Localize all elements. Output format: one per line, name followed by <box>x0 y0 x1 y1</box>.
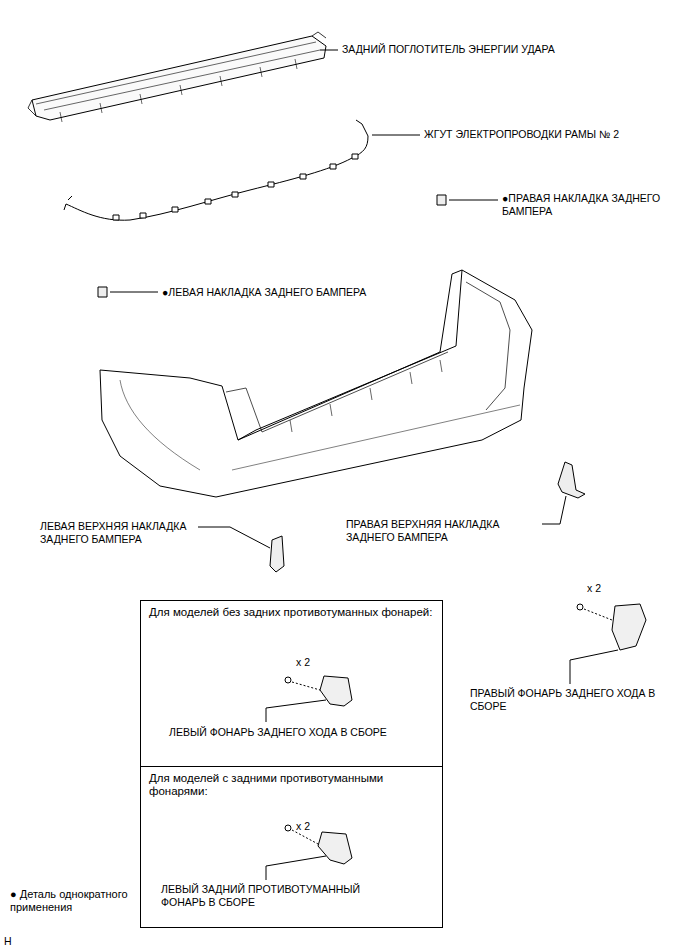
leader-line <box>266 856 326 880</box>
bumper-pad <box>98 287 107 297</box>
part-name: ПРАВЫЙ ФОНАРЬ ЗАДНЕГО ХОДА В СБОРЕ <box>470 687 670 713</box>
rear-bumper <box>100 270 532 497</box>
note: H <box>4 935 24 948</box>
part-name: ЛЕВЫЙ ЗАДНИЙ ПРОТИВОТУМАННЫЙ ФОНАРЬ В СБ… <box>161 883 406 909</box>
wire-harness <box>64 120 368 220</box>
dashed-line <box>292 830 318 844</box>
leader-line <box>110 292 158 293</box>
part-name: ЖГУТ ЭЛЕКТРОПРОВОДКИ РАМЫ № 2 <box>424 128 684 141</box>
lamp <box>318 832 352 864</box>
lamp <box>320 676 352 706</box>
quantity-label: x 2 <box>296 820 336 833</box>
nut <box>285 677 291 683</box>
note: ● Деталь однократного применения <box>10 888 145 914</box>
quantity-label: x 2 <box>587 582 627 595</box>
nut <box>285 825 291 831</box>
part-name: ●ПРАВАЯ НАКЛАДКА ЗАДНЕГО БАМПЕРА <box>502 192 684 218</box>
leader-line <box>266 700 326 722</box>
leader-line <box>198 527 270 548</box>
condition-heading: Для моделей без задних противотуманных ф… <box>149 606 434 619</box>
part-name: ●ЛЕВАЯ НАКЛАДКА ЗАДНЕГО БАМПЕРА <box>162 286 462 299</box>
leader-line <box>542 496 566 524</box>
quantity-label: x 2 <box>296 656 336 669</box>
lamp <box>612 604 646 650</box>
condition-heading: Для моделей с задними противотуманными ф… <box>149 772 434 798</box>
upper-pad <box>270 536 284 572</box>
part-name: ПРАВАЯ ВЕРХНЯЯ НАКЛАДКА ЗАДНЕГО БАМПЕРА <box>346 518 516 544</box>
condition-box: Для моделей с задними противотуманными ф… <box>140 766 443 928</box>
upper-pad <box>558 462 585 498</box>
bumper-pad <box>437 195 446 205</box>
leader-line <box>320 50 338 51</box>
part-name: ЛЕВЫЙ ФОНАРЬ ЗАДНЕГО ХОДА В СБОРЕ <box>169 726 439 739</box>
part-name: ЗАДНИЙ ПОГЛОТИТЕЛЬ ЭНЕРГИИ УДАРА <box>342 43 642 56</box>
dashed-line <box>584 609 612 620</box>
energy-absorber <box>28 32 326 122</box>
nut <box>577 604 583 610</box>
condition-box: Для моделей без задних противотуманных ф… <box>140 600 443 767</box>
part-name: ЛЕВАЯ ВЕРХНЯЯ НАКЛАДКА ЗАДНЕГО БАМПЕРА <box>40 520 205 546</box>
leader-line <box>449 200 498 201</box>
leader-line <box>372 135 420 136</box>
dashed-line <box>292 682 320 690</box>
leader-line <box>570 650 618 684</box>
